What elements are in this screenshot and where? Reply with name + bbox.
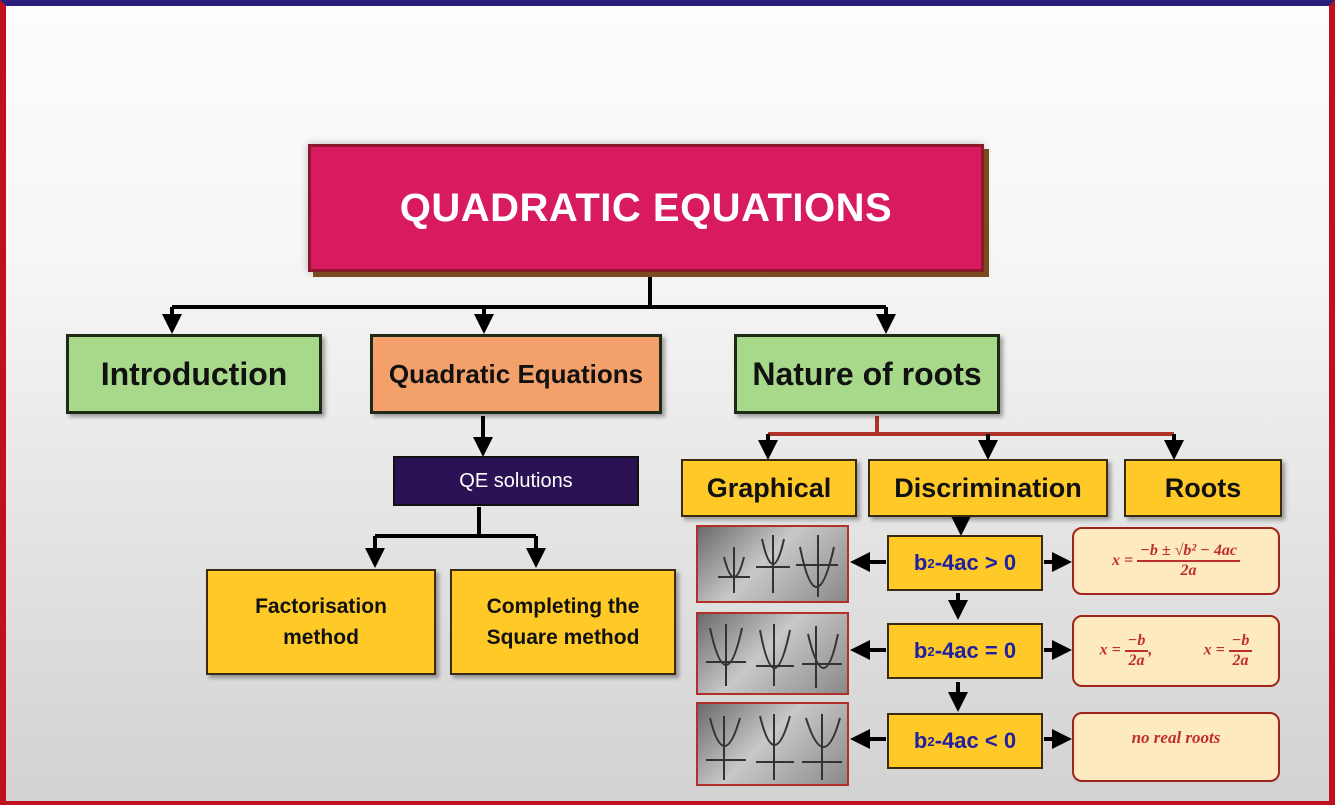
equal-root-fraction: −b 2a (1228, 632, 1253, 670)
quadratic-equations-box: Quadratic Equations (370, 334, 662, 414)
title-text: QUADRATIC EQUATIONS (399, 185, 893, 230)
graph-equal-roots (696, 612, 849, 695)
discriminant-rest: -4ac (934, 550, 979, 575)
discriminant-base: b (913, 638, 928, 663)
formula-denominator: 2a (1128, 652, 1145, 669)
title-box: QUADRATIC EQUATIONS (308, 144, 984, 272)
equal-root-one: x = −b 2a , (1099, 632, 1153, 670)
introduction-box: Introduction (66, 334, 322, 414)
formula-numerator: −b (1228, 632, 1253, 652)
condition-zero: = 0 (984, 638, 1017, 663)
formula-numerator: −b (1124, 632, 1149, 652)
discriminant-rest: -4ac (934, 728, 979, 753)
discriminant-rest: -4ac (934, 638, 979, 663)
discriminant-base: b (913, 550, 928, 575)
condition-positive: > 0 (984, 550, 1017, 575)
formula-denominator: 2a (1180, 562, 1197, 579)
completing-square-box: Completing the Square method (450, 569, 676, 675)
completing-square-label: Completing the Square method (486, 594, 640, 650)
discrimination-label: Discrimination (894, 472, 1082, 503)
discriminant-exponent: 2 (927, 733, 935, 749)
formula-x-label: x = (1203, 641, 1225, 659)
graphical-label: Graphical (706, 472, 832, 503)
nature-of-roots-box: Nature of roots (734, 334, 1000, 414)
connector-lines (162, 276, 1184, 749)
graph-two-real-roots (696, 525, 849, 603)
factorisation-method-label: Factorisation method (255, 594, 387, 650)
equal-root-fraction: −b 2a (1124, 632, 1149, 670)
factorisation-method-box: Factorisation method (206, 569, 436, 675)
formula-x-label: x = (1099, 641, 1121, 659)
equal-roots-formula: x = −b 2a , x = −b 2a (1072, 615, 1280, 687)
equal-root-two: x = −b 2a (1204, 632, 1253, 670)
qe-solutions-label: QE solutions (459, 469, 573, 492)
formula-denominator: 2a (1232, 652, 1249, 669)
nature-of-roots-label: Nature of roots (752, 355, 982, 392)
discrimination-box: Discrimination (868, 459, 1108, 517)
roots-label: Roots (1164, 472, 1242, 503)
formula-x-label: x = (1112, 552, 1134, 569)
graphical-box: Graphical (681, 459, 857, 517)
quadratic-equations-label: Quadratic Equations (388, 358, 644, 389)
discriminant-exponent: 2 (927, 643, 935, 659)
discriminant-base: b (913, 728, 928, 753)
formula-numerator: −b ± √b² − 4ac (1137, 542, 1240, 562)
discriminant-exponent: 2 (927, 555, 935, 571)
condition-negative: < 0 (984, 728, 1017, 753)
roots-box: Roots (1124, 459, 1282, 517)
introduction-label: Introduction (100, 355, 288, 392)
quadratic-formula-fraction: −b ± √b² − 4ac 2a (1137, 542, 1240, 580)
two-roots-formula: x = −b ± √b² − 4ac 2a (1072, 527, 1280, 595)
qe-solutions-box: QE solutions (393, 456, 639, 506)
no-real-roots-label: no real roots (1131, 728, 1221, 747)
graph-no-real-roots (696, 702, 849, 786)
no-real-roots-box: no real roots (1072, 712, 1280, 782)
